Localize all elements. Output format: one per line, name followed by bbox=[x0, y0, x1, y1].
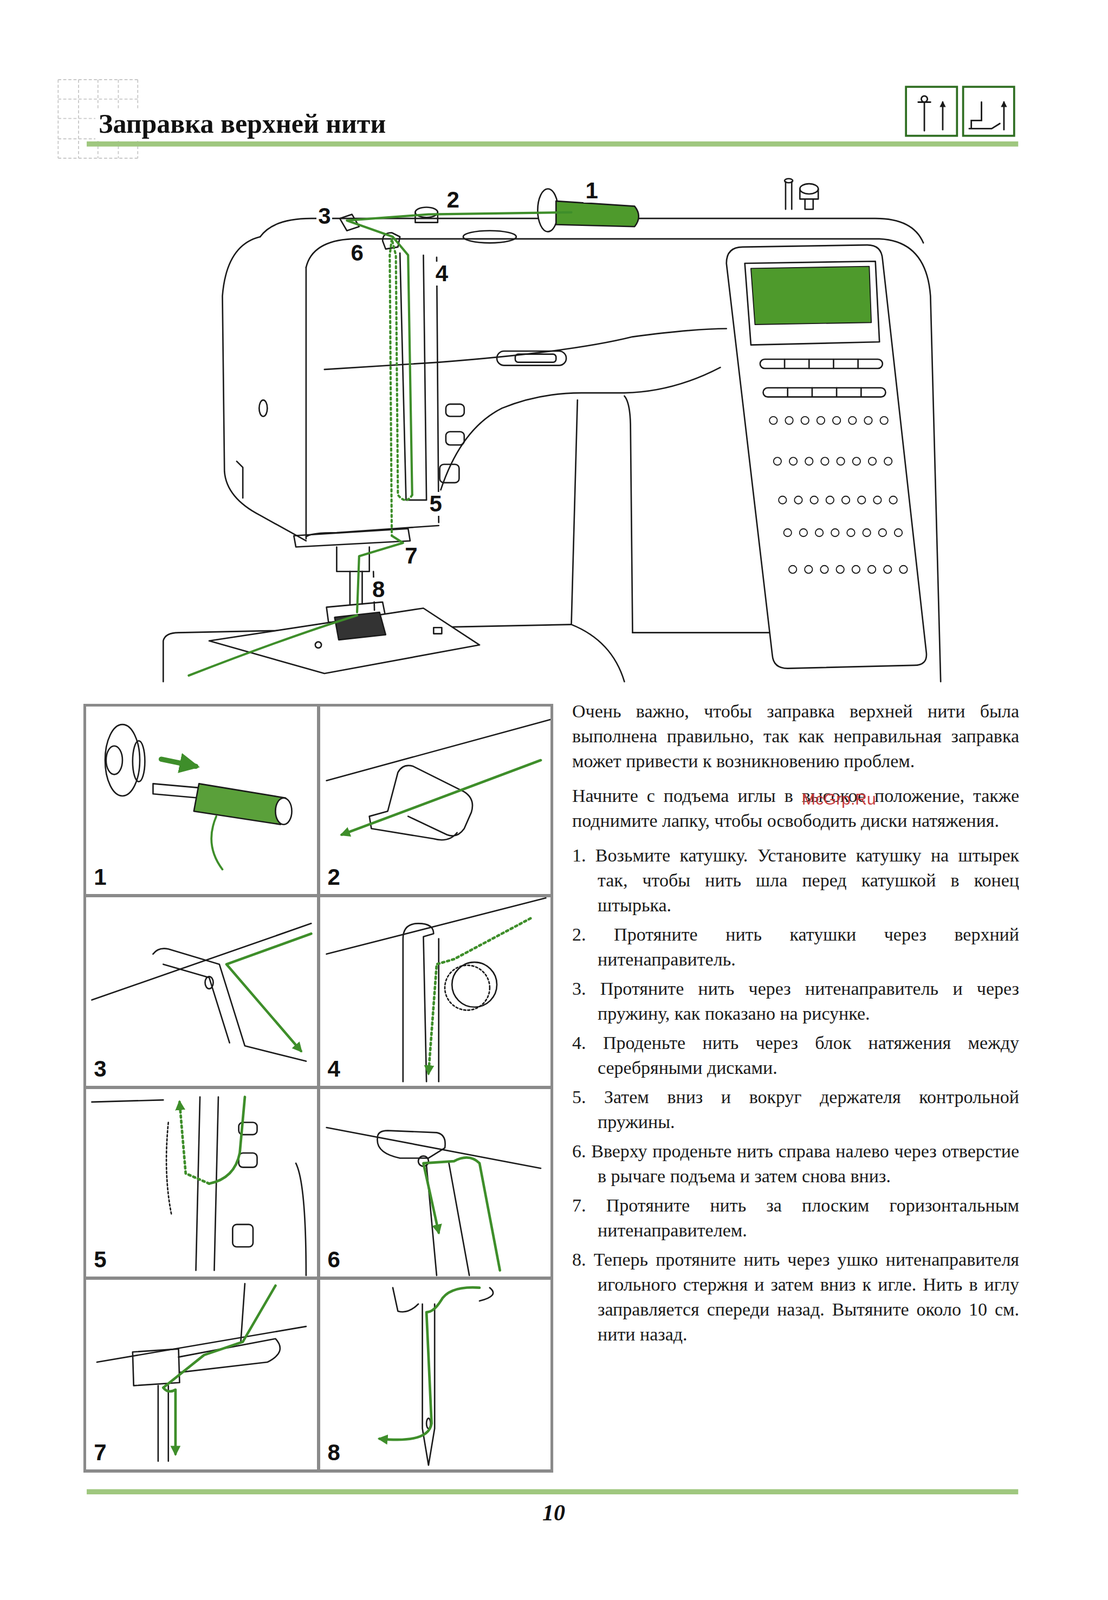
step-panel: 8 bbox=[318, 1278, 553, 1472]
callout-number: 2 bbox=[444, 188, 461, 212]
footer-rule bbox=[86, 1489, 1019, 1495]
step-instruction: 3. Протяните нить через нитенаправитель … bbox=[572, 976, 1020, 1027]
step-number: 3 bbox=[93, 1057, 107, 1081]
step-panel: 3 bbox=[84, 895, 319, 1088]
instruction-text: Очень важно, чтобы заправка верхней нити… bbox=[572, 698, 1020, 1352]
step-panel: 2 bbox=[318, 704, 553, 896]
body-paragraph: Очень важно, чтобы заправка верхней нити… bbox=[572, 698, 1020, 774]
panel-frame bbox=[84, 704, 552, 1472]
page-title: Заправка верхней нити bbox=[95, 108, 390, 140]
callout-number: 3 bbox=[316, 204, 333, 229]
page-number: 10 bbox=[542, 1499, 566, 1526]
callout-number: 1 bbox=[583, 178, 600, 203]
step-instruction: 5. Затем вниз и вокруг держателя контрол… bbox=[572, 1084, 1020, 1135]
step-panel: 5 bbox=[84, 1087, 319, 1279]
callout-number: 8 bbox=[370, 577, 387, 602]
header-icons bbox=[905, 86, 1015, 136]
step-instruction: 7. Протяните нить за плоским горизонталь… bbox=[572, 1193, 1020, 1243]
step-panel: 6 bbox=[318, 1087, 553, 1279]
step-drawings bbox=[91, 719, 551, 1466]
callout-number: 4 bbox=[433, 261, 450, 286]
step-number: 8 bbox=[327, 1441, 341, 1464]
step-panel: 4 bbox=[318, 895, 553, 1088]
thread-path bbox=[188, 212, 572, 676]
callout-number: 5 bbox=[427, 491, 444, 516]
step-number: 4 bbox=[327, 1057, 341, 1081]
step-number: 5 bbox=[93, 1248, 107, 1272]
step-number: 2 bbox=[327, 865, 341, 889]
step-instruction: 8. Теперь протяните нить через ушко ните… bbox=[572, 1247, 1020, 1347]
watermark: McGrp.Ru bbox=[801, 789, 877, 809]
step-panel: 1 bbox=[84, 704, 319, 896]
callout-number: 7 bbox=[403, 543, 419, 568]
callout-number: 6 bbox=[348, 241, 365, 265]
step-number: 6 bbox=[327, 1248, 341, 1272]
step-number: 7 bbox=[93, 1441, 107, 1464]
sewing-machine bbox=[163, 178, 941, 682]
step-instruction: 1. Возьмите катушку. Установите катушку … bbox=[572, 843, 1020, 918]
step-panel: 7 bbox=[84, 1278, 319, 1472]
step-number: 1 bbox=[93, 865, 107, 889]
header-rule bbox=[86, 141, 1019, 147]
step-instruction: 4. Проденьте нить через блок натяжения м… bbox=[572, 1030, 1020, 1081]
step-instruction: 6. Вверху проденьте нить справа налево ч… bbox=[572, 1138, 1020, 1189]
body-paragraph: Начните с подъема иглы в высокое положен… bbox=[572, 783, 1020, 834]
step-instruction: 2. Протяните нить катушки через верхний … bbox=[572, 922, 1020, 973]
